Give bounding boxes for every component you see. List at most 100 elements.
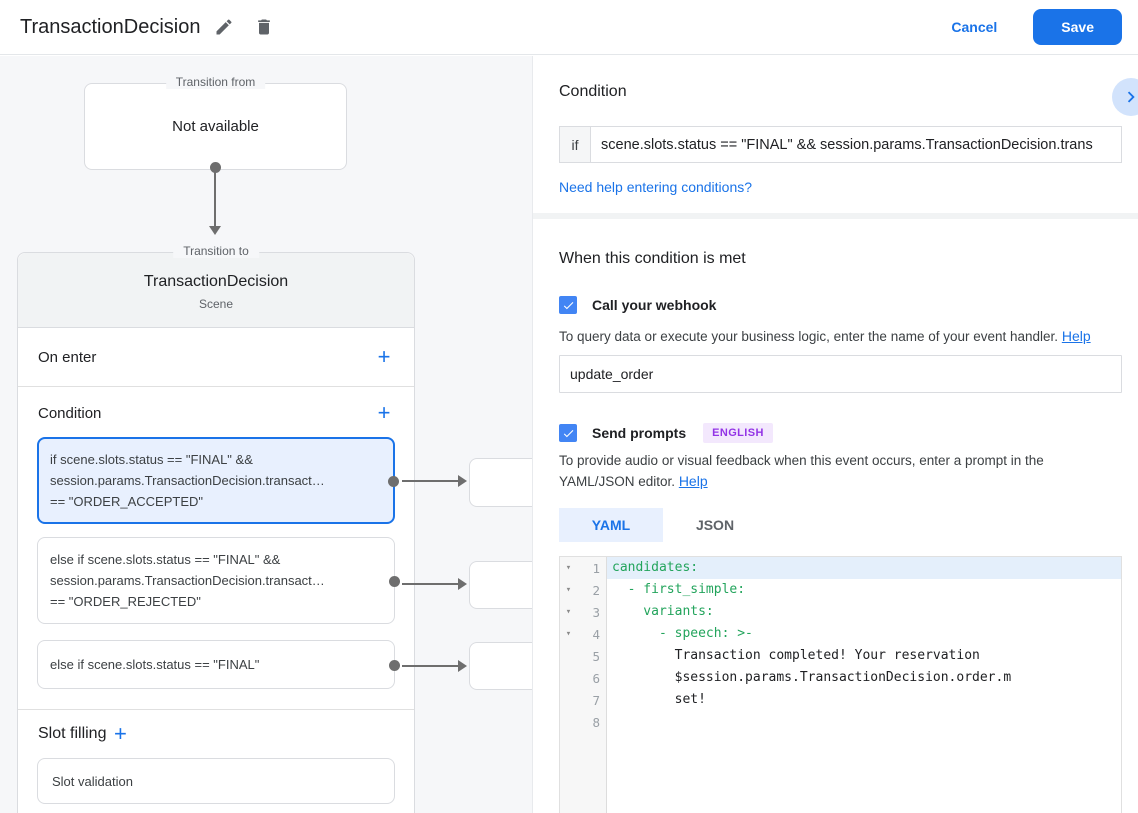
- check-icon: [562, 299, 575, 312]
- code-text: - speech: >-: [612, 626, 753, 641]
- page-title: TransactionDecision: [20, 15, 201, 38]
- add-condition-button[interactable]: +: [370, 399, 398, 427]
- add-on-enter-button[interactable]: +: [370, 343, 398, 371]
- code-text: $session.params.TransactionDecision.orde…: [612, 670, 1012, 685]
- divider: [18, 709, 414, 710]
- yaml-code-editor[interactable]: ▾ 1 candidates: ▾ 2 - first_simple: ▾ 3 varian…: [559, 556, 1122, 813]
- fold-arrow-icon[interactable]: ▾: [565, 629, 572, 639]
- scene-diagram: Transition from Not available Transition…: [0, 56, 532, 813]
- slot-filling-section: Slot filling +: [18, 710, 414, 758]
- line-number: 3: [592, 604, 600, 620]
- prompts-description-text: To provide audio or visual feedback when…: [559, 453, 1044, 489]
- conditions-help-link[interactable]: Need help entering conditions?: [559, 179, 753, 195]
- connector-line: [214, 168, 216, 226]
- add-slot-button[interactable]: +: [106, 720, 134, 748]
- transition-from-content: Not available: [172, 118, 259, 135]
- transition-target-box[interactable]: [469, 642, 532, 690]
- connector-line: [402, 480, 458, 482]
- divider: [18, 386, 414, 387]
- code-text: - first_simple:: [612, 582, 746, 597]
- condition-item-line: if scene.slots.status == "FINAL" &&: [50, 452, 253, 467]
- fold-arrow-icon[interactable]: ▾: [565, 585, 572, 595]
- scene-card-header: TransactionDecision Scene: [18, 253, 414, 328]
- send-prompts-label: Send prompts: [592, 425, 687, 441]
- slot-validation-label: Slot validation: [52, 773, 133, 789]
- webhook-label: Call your webhook: [592, 297, 717, 313]
- code-line: ▾ 3 variants:: [560, 601, 1121, 623]
- transition-target-box[interactable]: [469, 561, 532, 609]
- transition-from-box: Transition from Not available: [84, 75, 347, 170]
- condition-item-line: else if scene.slots.status == "FINAL": [50, 657, 260, 672]
- transition-from-legend: Transition from: [165, 75, 266, 89]
- webhook-description: To query data or execute your business l…: [559, 326, 1122, 347]
- condition-expression-input[interactable]: [590, 126, 1122, 163]
- connector-dot: [389, 575, 400, 587]
- line-number: 7: [592, 692, 600, 708]
- line-number: 2: [592, 582, 600, 598]
- code-line: ▾ 4 - speech: >-: [560, 623, 1121, 645]
- code-line: 6 $session.params.TransactionDecision.or…: [560, 667, 1121, 689]
- delete-scene-button[interactable]: [248, 11, 280, 43]
- cancel-button[interactable]: Cancel: [935, 11, 1013, 43]
- condition-section: Condition + if scene.slots.status == "FI…: [18, 395, 414, 709]
- code-text: candidates:: [607, 557, 1121, 579]
- arrow-right-icon: [458, 475, 467, 487]
- if-label: if: [559, 126, 590, 163]
- event-handler-input[interactable]: [559, 355, 1122, 393]
- condition-item-line: session.params.TransactionDecision.trans…: [50, 473, 325, 488]
- code-line: 5 Transaction completed! Your reservatio…: [560, 645, 1121, 667]
- code-text: variants:: [612, 604, 714, 619]
- check-icon: [562, 427, 575, 440]
- connector-dot: [389, 659, 400, 671]
- transition-target-box[interactable]: [469, 458, 532, 507]
- trash-icon: [254, 17, 274, 37]
- code-line: 7 set!: [560, 689, 1121, 711]
- panel-title: Condition: [559, 83, 627, 100]
- slot-validation-item[interactable]: Slot validation: [37, 758, 395, 804]
- webhook-checkbox[interactable]: [559, 296, 577, 314]
- webhook-description-text: To query data or execute your business l…: [559, 329, 1059, 344]
- scene-name: TransactionDecision: [143, 273, 289, 290]
- webhook-help-link[interactable]: Help: [1061, 328, 1091, 344]
- collapse-panel-button[interactable]: [1112, 78, 1138, 116]
- condition-section-label: Condition: [38, 404, 102, 422]
- code-line: ▾ 1 candidates:: [560, 557, 1121, 579]
- scene-type-label: Scene: [198, 297, 234, 311]
- line-number: 1: [592, 560, 600, 576]
- prompts-help-link[interactable]: Help: [678, 473, 708, 489]
- language-badge: ENGLISH: [703, 423, 773, 443]
- line-number: 6: [592, 670, 600, 686]
- condition-items: if scene.slots.status == "FINAL" && sessi…: [18, 437, 414, 709]
- condition-item[interactable]: else if scene.slots.status == "FINAL": [37, 640, 400, 689]
- condition-item-line: == "ORDER_ACCEPTED": [50, 494, 203, 509]
- tab-yaml[interactable]: YAML: [559, 508, 663, 542]
- code-line: 8: [560, 711, 1121, 733]
- section-divider: [533, 213, 1138, 219]
- condition-item[interactable]: if scene.slots.status == "FINAL" && sessi…: [37, 437, 399, 524]
- line-number: 8: [592, 714, 600, 730]
- top-bar: TransactionDecision Cancel Save: [0, 0, 1138, 55]
- pencil-icon: [214, 17, 234, 37]
- transition-to-legend: Transition to: [173, 244, 259, 258]
- condition-item-line: == "ORDER_REJECTED": [50, 594, 201, 609]
- code-text: set!: [612, 692, 706, 707]
- connector-line: [402, 665, 458, 667]
- send-prompts-checkbox[interactable]: [559, 424, 577, 442]
- fold-arrow-icon[interactable]: ▾: [565, 563, 572, 573]
- edit-title-button[interactable]: [208, 11, 240, 43]
- condition-item[interactable]: else if scene.slots.status == "FINAL" &&…: [37, 537, 400, 624]
- condition-editor-panel: Condition if Need help entering conditio…: [532, 56, 1138, 813]
- connector-dot: [388, 475, 399, 487]
- condition-item-line: else if scene.slots.status == "FINAL" &&: [50, 552, 281, 567]
- arrow-right-icon: [458, 578, 467, 590]
- connector-dot: [210, 162, 221, 173]
- tab-json[interactable]: JSON: [663, 508, 767, 542]
- prompts-description: To provide audio or visual feedback when…: [559, 450, 1122, 492]
- code-text: [607, 711, 1121, 733]
- condition-item-line: session.params.TransactionDecision.trans…: [50, 573, 325, 588]
- slot-filling-label: Slot filling: [38, 725, 107, 742]
- fold-arrow-icon[interactable]: ▾: [565, 607, 572, 617]
- line-number: 4: [592, 626, 600, 642]
- save-button[interactable]: Save: [1033, 9, 1122, 45]
